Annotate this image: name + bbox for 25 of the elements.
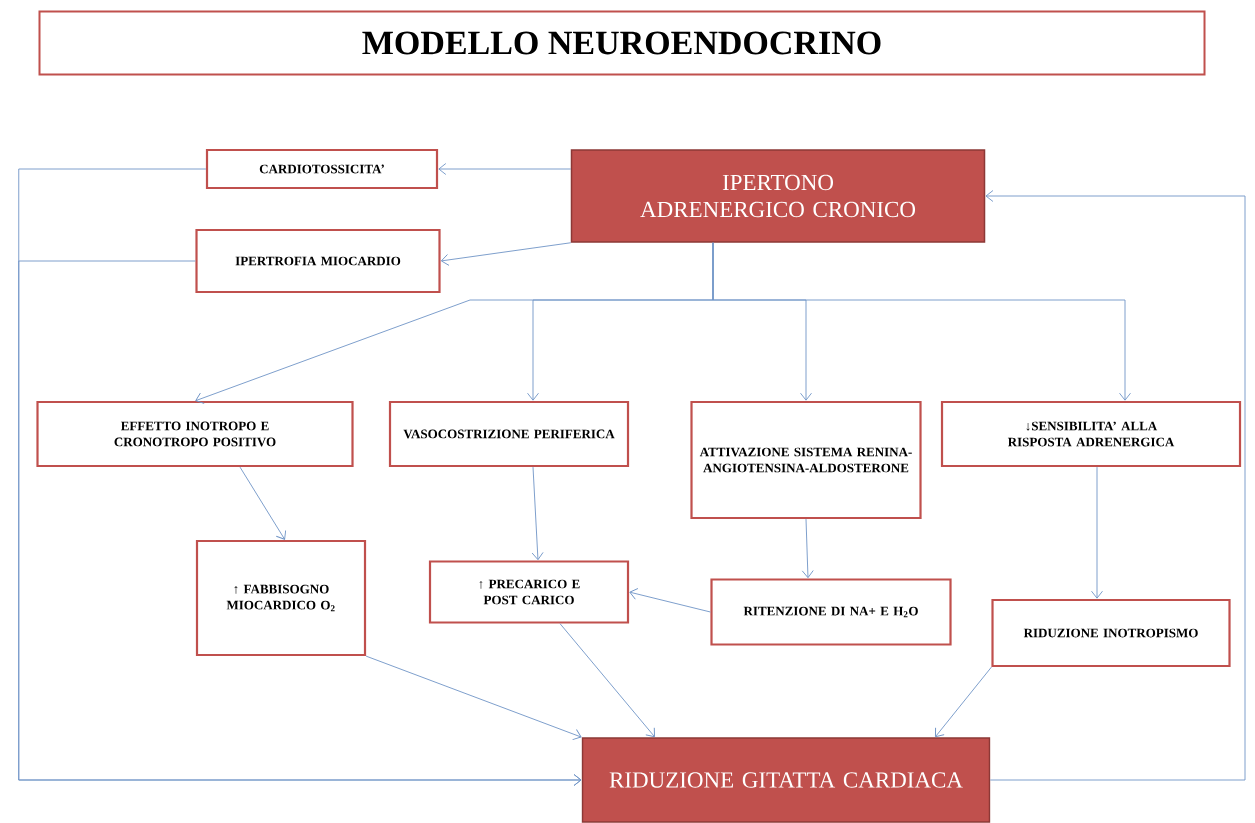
arrow xyxy=(531,466,544,561)
process-box: ↑ PRECARICO E POST CARICO xyxy=(428,560,630,624)
highlight-box: IPERTONO ADRENERGICO CRONICO xyxy=(570,149,986,243)
process-box: ↓SENSIBILITA’ ALLA RISPOSTA ADRENERGICA xyxy=(940,400,1242,468)
process-box: RIDUZIONE INOTROPISMO xyxy=(991,598,1231,668)
arrow xyxy=(985,190,1246,781)
arrow xyxy=(629,588,711,613)
arrow xyxy=(935,666,992,738)
process-box: ATTIVAZIONE SISTEMA RENINA-ANGIOTENSINA-ALDOSTERONE xyxy=(690,400,922,520)
process-box: RITENZIONE DI NA+ E H$_{2}$O xyxy=(710,578,952,646)
process-box: ↑ FABBISOGNO MIOCARDICO O$_{2}$ xyxy=(195,539,367,657)
process-box: CARDIOTOSSICITA’ xyxy=(205,148,439,190)
arrow xyxy=(1091,466,1103,599)
arrow xyxy=(365,655,582,741)
arrow xyxy=(440,242,572,266)
highlight-box: RIDUZIONE GITATTA CARDIACA xyxy=(581,737,991,823)
title-box: MODELLO NEUROENDOCRINO xyxy=(38,10,1206,76)
arrow xyxy=(559,623,655,738)
process-box: EFFETTO INOTROPO E CRONOTROPO POSITIVO xyxy=(36,400,354,468)
arrow xyxy=(801,518,814,579)
process-box: IPERTROFIA MIOCARDIO xyxy=(195,228,441,294)
process-box: VASOCOSTRIZIONE PERIFERICA xyxy=(388,400,630,468)
arrow xyxy=(239,466,287,540)
arrow xyxy=(438,163,572,175)
arrow xyxy=(712,242,1131,401)
